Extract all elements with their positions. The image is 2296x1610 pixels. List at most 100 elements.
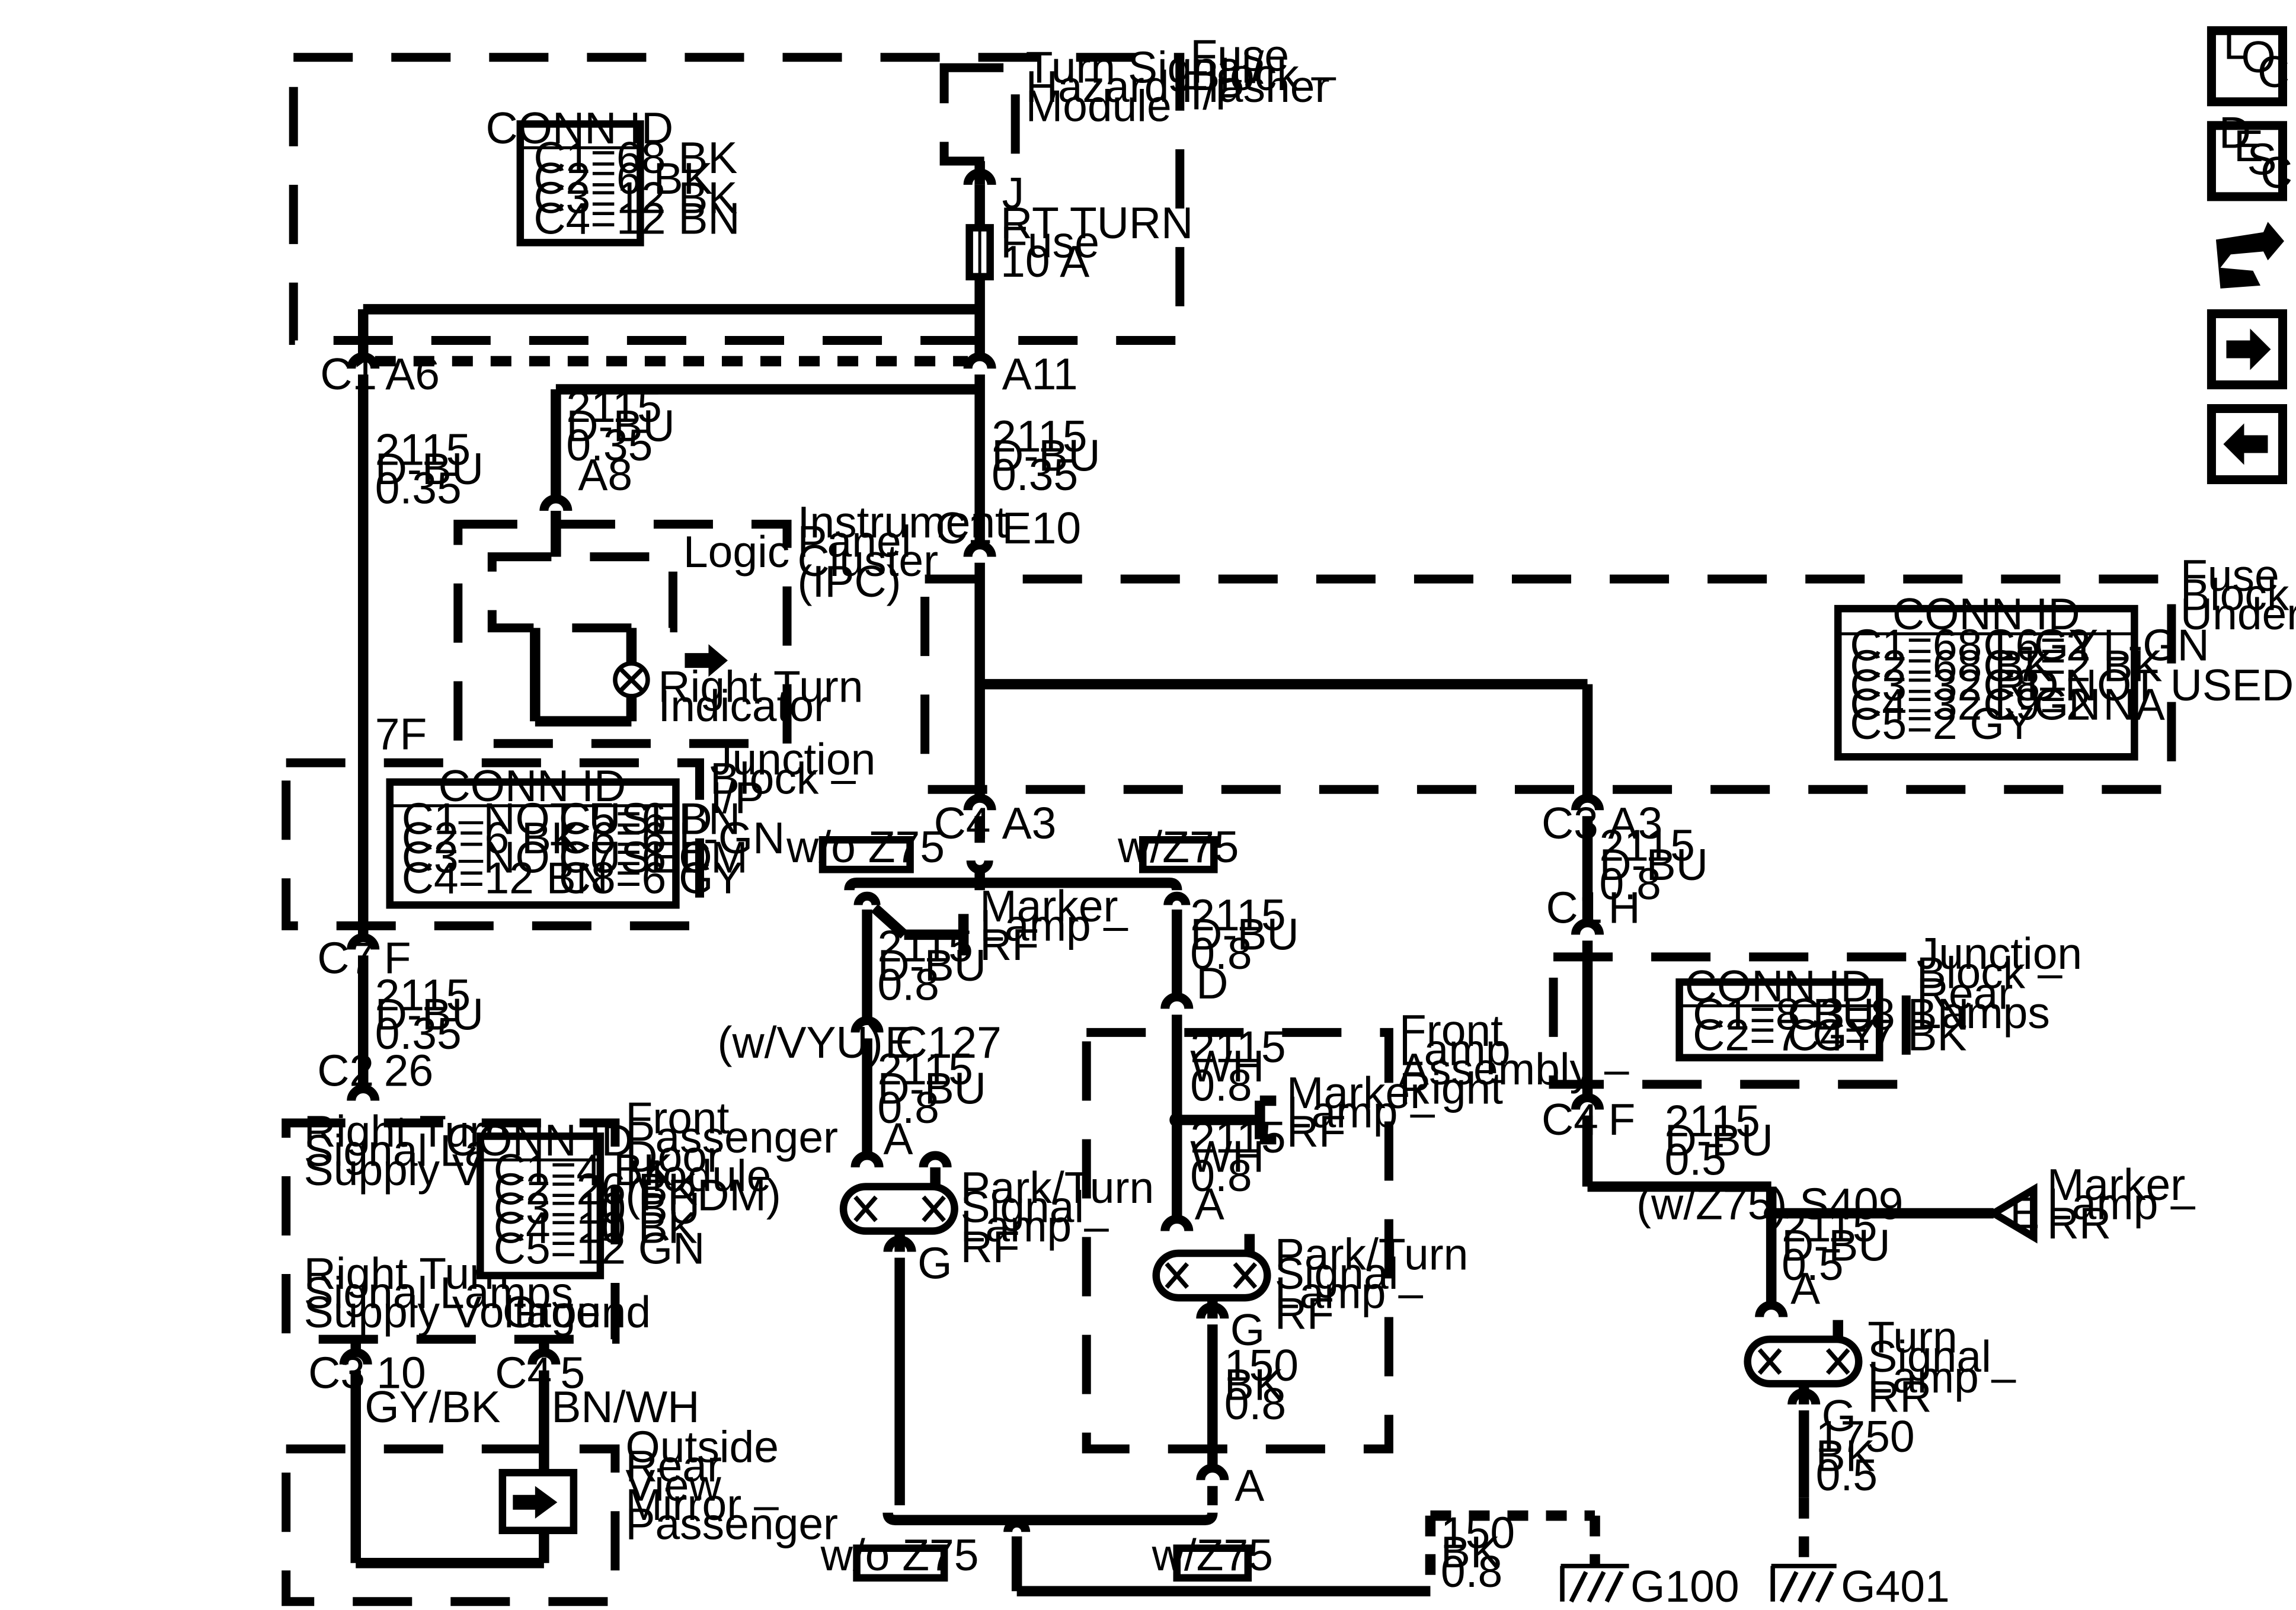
park-turn-signal-lamp-rf-b: A Park/Turn Signal Lamp – RF G (1152, 1179, 1468, 1355)
svg-text:C4=10 BK: C4=10 BK (494, 1203, 698, 1253)
conn-id-table-underhood: CONN ID C1=68 L-GY C2=68 BK C3=32 RD C4=… (1834, 589, 2294, 761)
wire-label-w11: 150 BK 0.8 (1224, 1340, 1299, 1429)
svg-text:RR: RR (2047, 1198, 2111, 1248)
svg-text:F: F (1609, 1094, 1636, 1144)
svg-text:C2=68 BK: C2=68 BK (1850, 641, 2054, 691)
wire-label-w17: BN/WH (551, 1382, 699, 1432)
svg-text:(w/VYU) C127: (w/VYU) C127 (717, 1017, 1001, 1067)
svg-text:w/Z75: w/Z75 (1117, 822, 1239, 872)
svg-text:BK: BK (1224, 1360, 1284, 1410)
wire-label-w15: 1750 BK 0.5 (1816, 1411, 1915, 1500)
svg-text:C1=68 L-GY: C1=68 L-GY (1850, 620, 2098, 670)
svg-text:C4=32 L-GN: C4=32 L-GN (1850, 680, 2100, 729)
svg-text:CONN ID: CONN ID (1892, 589, 2080, 639)
svg-text:Fuse: Fuse (2180, 550, 2279, 600)
wire-label-w14: 2115 D-BU 0.5 (1782, 1201, 1890, 1289)
mirror-turn-arrow-icon (513, 1486, 558, 1519)
svg-text:C7=6 CM: C7=6 CM (559, 832, 748, 882)
svg-text:Park/Turn: Park/Turn (961, 1163, 1155, 1212)
svg-text:Signal: Signal (1868, 1331, 1991, 1381)
svg-text:A: A (1790, 1263, 1820, 1313)
svg-text:0.8: 0.8 (1190, 929, 1252, 978)
splice-dot (975, 680, 984, 689)
svg-text:S: S (2247, 134, 2276, 184)
arrow-right-icon (685, 644, 728, 677)
marker-lamp-rf-a: Marker Lamp – RF (980, 881, 1128, 969)
conn-id-table-fuse-ip: CONN ID C1=68 BK C2=6 BK C3=12 BK C4=12 … (486, 103, 740, 247)
svg-text:0.8: 0.8 (1600, 859, 1661, 908)
svg-text:WH: WH (1190, 1041, 1264, 1091)
svg-text:D-BU: D-BU (375, 989, 484, 1039)
svg-text:Module: Module (1026, 81, 1172, 130)
svg-text:Block –: Block – (2180, 570, 2296, 620)
connector-d: D (1160, 958, 1228, 1010)
svg-text:w/o Z75: w/o Z75 (820, 1530, 979, 1580)
wire-label-w5: 2115 D-BU 0.8 (878, 921, 986, 1009)
loc-button[interactable]: L O C (2207, 18, 2289, 107)
svg-text:C: C (2260, 148, 2292, 197)
wire-label-w16: GY/BK (364, 1382, 500, 1432)
svg-text:Signal: Signal (961, 1182, 1085, 1232)
rt-turn-fuse: RT TURN Fuse 10 A (965, 184, 1193, 286)
svg-text:0.8: 0.8 (878, 1083, 939, 1132)
svg-text:C5=12 GN: C5=12 GN (494, 1224, 705, 1273)
arrow-right-icon (2226, 328, 2271, 370)
svg-text:(FPDM): (FPDM) (625, 1170, 781, 1220)
svg-text:10: 10 (376, 1348, 426, 1398)
bulb-icon (1757, 1348, 1850, 1375)
svg-text:Block –: Block – (710, 754, 856, 804)
svg-text:Passenger: Passenger (625, 1499, 838, 1549)
option-w-z75-bottom: w/Z75 (1152, 1530, 1273, 1582)
svg-text:Marker: Marker (2047, 1160, 2185, 1209)
svg-text:C2: C2 (317, 1045, 374, 1095)
svg-text:H: H (1609, 882, 1641, 932)
svg-text:I/P: I/P (1190, 69, 1245, 119)
svg-text:Fuse: Fuse (1190, 30, 1289, 80)
svg-text:Lamp –: Lamp – (980, 900, 1128, 950)
svg-text:C1–NOT USED: C1–NOT USED (402, 793, 712, 843)
svg-text:Door: Door (625, 1131, 722, 1181)
svg-text:Front: Front (1399, 1006, 1503, 1055)
svg-text:Turn Signal/: Turn Signal/ (1026, 42, 1264, 92)
svg-text:C2=6 BK: C2=6 BK (402, 813, 581, 863)
svg-text:CONN ID: CONN ID (1685, 961, 1873, 1011)
svg-text:Logic: Logic (683, 527, 789, 577)
previous-page-button[interactable] (2207, 404, 2287, 485)
bulb-icon (853, 1195, 946, 1222)
connector-wrench-icon[interactable] (2208, 217, 2286, 295)
svg-text:A: A (884, 1113, 913, 1163)
svg-text:0.5: 0.5 (1665, 1134, 1726, 1184)
svg-text:G401: G401 (1841, 1561, 1950, 1610)
svg-text:C3=10 BU: C3=10 BU (494, 1183, 700, 1233)
connector-c1-h: C1 H (1546, 882, 1641, 935)
svg-text:A8: A8 (578, 450, 632, 500)
svg-text:C1: C1 (1546, 882, 1603, 932)
svg-text:Hazard Flasher: Hazard Flasher (1026, 62, 1330, 111)
connector-c4-a3: C4 A3 (934, 793, 1056, 848)
svg-text:D: D (2219, 107, 2251, 157)
desc-button[interactable]: D E S C (2207, 107, 2292, 201)
svg-text:Lamps: Lamps (1917, 988, 2050, 1038)
svg-text:C1=8 BU: C1=8 BU (1693, 989, 1874, 1039)
svg-text:D: D (1196, 958, 1228, 1008)
svg-text:D-BU: D-BU (375, 444, 484, 494)
svg-text:A: A (1195, 1179, 1224, 1229)
junction-block-rear-lamps: Junction Block – Rear Lamps (1549, 929, 2082, 1089)
option-w-z75-top: w/Z75 (1117, 822, 1239, 873)
conn-id-table-fpdm: CONN ID C1=4 BK C2=26 BK C3=10 BU C4=10 … (446, 1115, 705, 1279)
svg-text:D-BU: D-BU (878, 1063, 986, 1113)
svg-text:Right Turn: Right Turn (304, 1249, 509, 1298)
conn-id-table-rear: CONN ID C1=8 BU C2=7 GY C3=8 BN C4=7 BK (1675, 961, 1969, 1062)
svg-text:0.8: 0.8 (1190, 1151, 1252, 1201)
svg-text:Outside: Outside (625, 1422, 779, 1472)
option-wo-z75-bottom: w/o Z75 (820, 1530, 979, 1582)
svg-text:5: 5 (560, 1348, 585, 1398)
svg-text:RF: RF (980, 920, 1039, 969)
connector-a8: A8 (539, 450, 632, 511)
next-page-button[interactable] (2207, 309, 2287, 389)
svg-text:Junction: Junction (1917, 929, 2082, 978)
svg-text:w/Z75: w/Z75 (1152, 1530, 1273, 1580)
svg-text:Rear: Rear (625, 1441, 722, 1491)
svg-text:0.35: 0.35 (375, 463, 462, 513)
